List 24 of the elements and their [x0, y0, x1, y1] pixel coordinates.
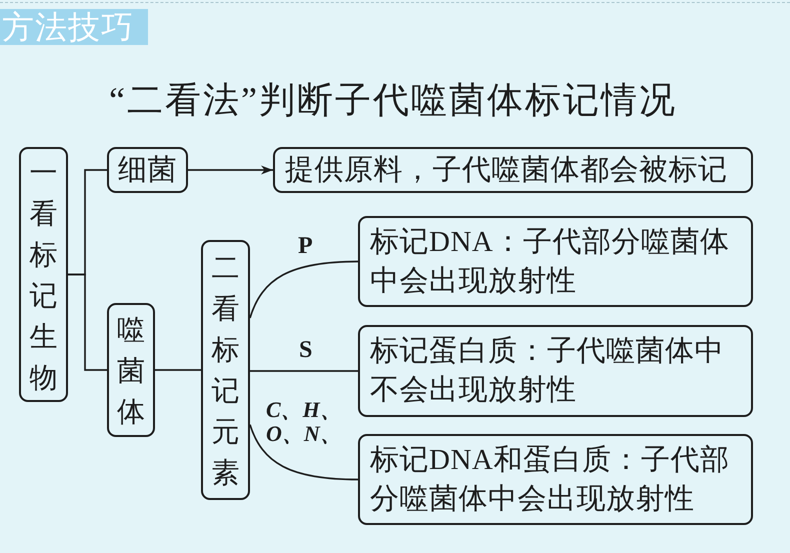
node-label: 标记蛋白质：子代噬菌体中不会出现放射性	[370, 334, 725, 408]
result-box	[358, 434, 753, 525]
connector-line	[155, 369, 201, 371]
connector-line	[249, 424, 358, 480]
arrow	[188, 166, 273, 174]
node-label: 二看标记元素	[212, 250, 240, 491]
category-box	[107, 147, 188, 193]
category-box	[19, 147, 68, 402]
result-box	[358, 216, 753, 307]
node-label: 提供原料，子代噬菌体都会被标记	[285, 152, 728, 188]
connector-line	[68, 274, 107, 371]
category-box	[107, 303, 155, 437]
node-label: 标记DNA和蛋白质：子代部分噬菌体中会出现放射性	[370, 442, 730, 516]
node-label: 噬菌体	[117, 312, 145, 430]
node-label: 细菌	[118, 152, 177, 188]
diagram-title: “二看法”判断子代噬菌体标记情况	[109, 79, 677, 121]
connector-line	[249, 260, 358, 318]
connector-line	[250, 370, 358, 372]
category-box	[201, 240, 250, 500]
section-heading: 方法技巧	[0, 9, 148, 45]
result-box	[273, 147, 753, 193]
node-label: 一看标记生物	[30, 154, 58, 396]
node-label: 标记DNA：子代部分噬菌体中会出现放射性	[370, 224, 730, 298]
result-box	[358, 325, 753, 417]
